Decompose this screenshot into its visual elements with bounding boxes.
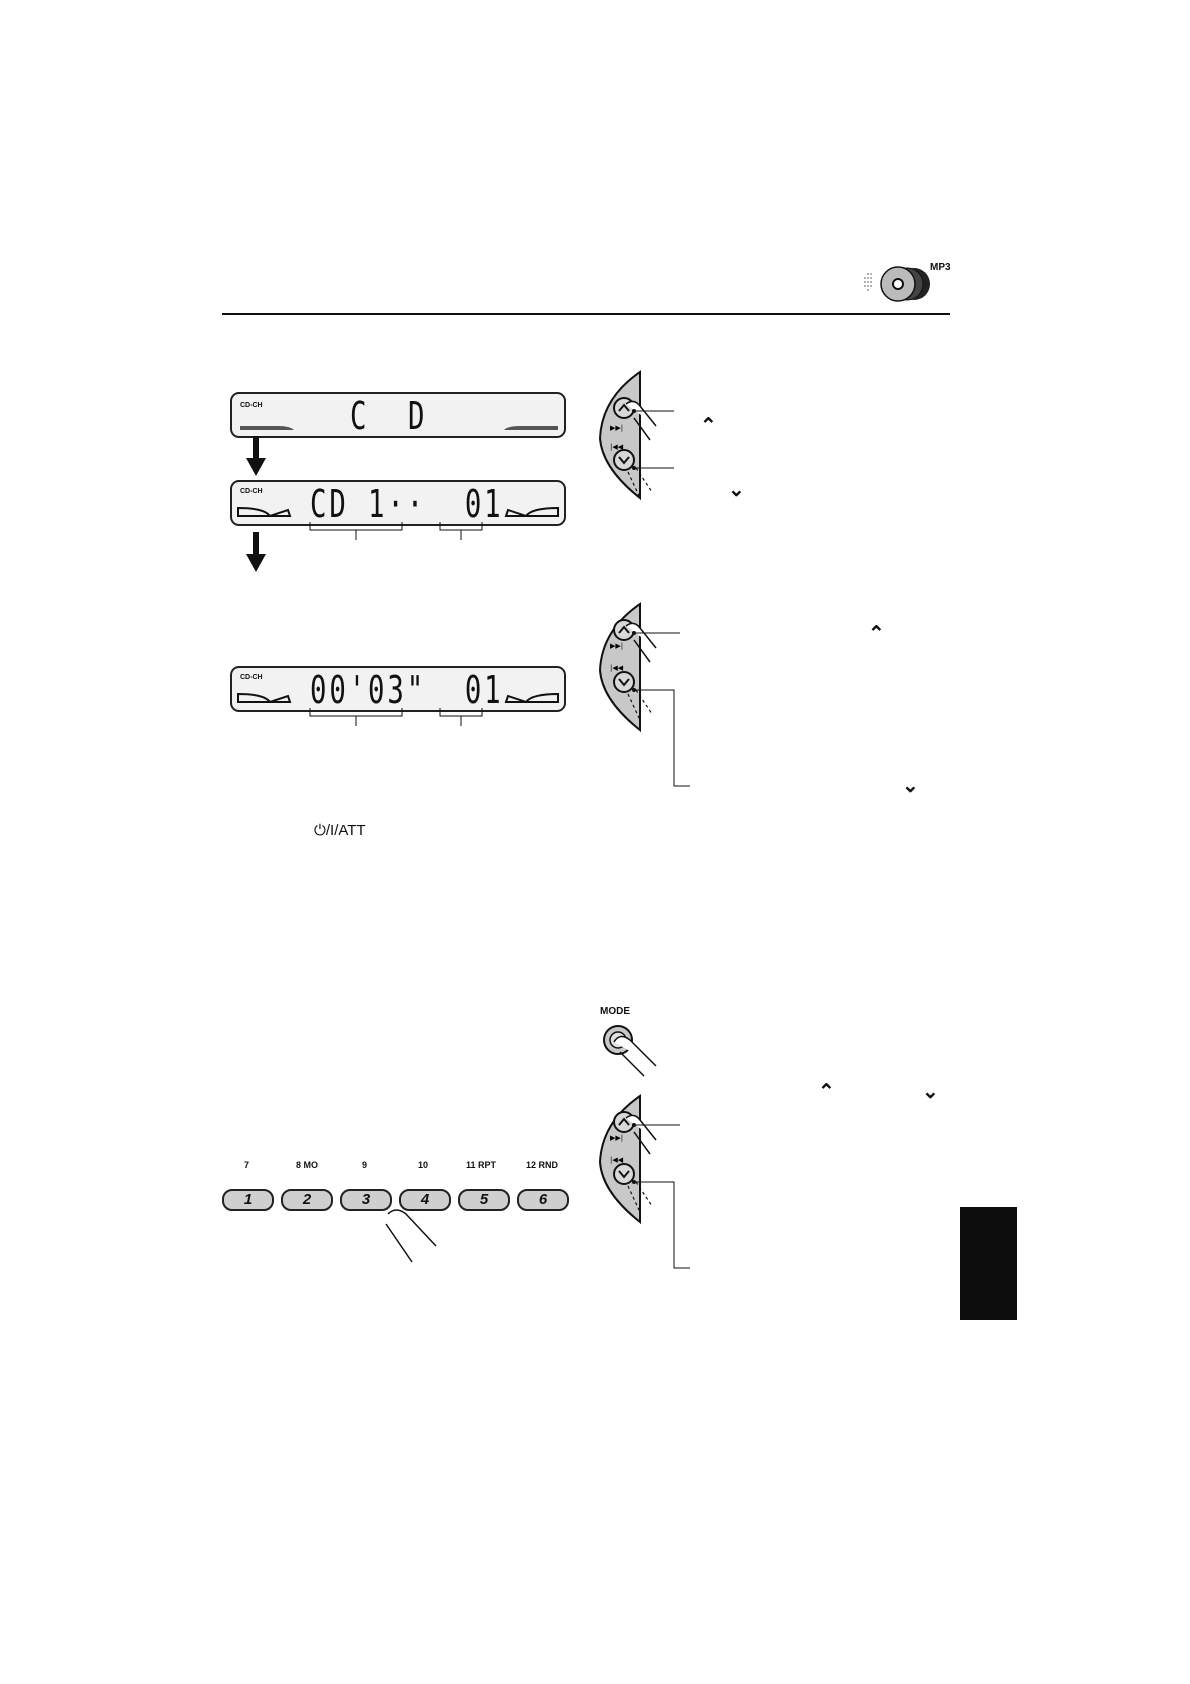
lcd-mode-label: CD-CH	[240, 402, 263, 409]
preset-label-8: 8 MO	[296, 1160, 319, 1170]
preset-button-1[interactable]: 1	[222, 1189, 274, 1211]
lcd-display-2: CD-CH CD 1·· 01	[230, 480, 566, 526]
lcd-mode-label: CD-CH	[240, 674, 263, 681]
lcd-display-3: CD-CH 00'03" 01	[230, 666, 566, 712]
mp3-badge: MP3	[930, 262, 951, 273]
svg-text:|◀◀: |◀◀	[610, 443, 624, 451]
swoosh-right-icon	[504, 692, 559, 704]
flow-arrow-down-icon	[246, 532, 266, 572]
multi-disc-icon	[864, 266, 930, 302]
svg-text:▶▶|: ▶▶|	[610, 1134, 623, 1142]
lcd-segments: C D	[350, 394, 428, 438]
up-chevron-icon: ⌃	[700, 415, 717, 437]
control-paddle-1: ▶▶| |◀◀	[598, 370, 674, 501]
section-tab	[960, 1207, 1017, 1320]
lcd-mode-label: CD-CH	[240, 488, 263, 495]
control-paddle-3: ▶▶| |◀◀	[598, 1094, 690, 1269]
preset-label-11: 11 RPT	[466, 1160, 497, 1170]
lcd-display-1: CD-CH C D	[230, 392, 566, 438]
down-chevron-icon: ⌄	[902, 775, 919, 797]
up-chevron-icon: ⌃	[818, 1081, 835, 1103]
preset-button-4[interactable]: 4	[399, 1189, 451, 1211]
down-button	[613, 449, 635, 471]
mode-label: MODE	[600, 1006, 630, 1017]
preset-label-10: 10	[418, 1160, 429, 1170]
svg-text:▶▶|: ▶▶|	[610, 424, 623, 432]
preset-button-3[interactable]: 3	[340, 1189, 392, 1211]
lcd-segments: 00'03" 01	[310, 668, 504, 712]
preset-label-9: 9	[362, 1160, 368, 1170]
down-chevron-icon: ⌄	[922, 1081, 939, 1103]
display-brackets	[309, 708, 483, 726]
mode-button[interactable]	[598, 1022, 668, 1078]
preset-label-12: 12 RND	[526, 1160, 559, 1170]
down-chevron-icon: ⌄	[728, 479, 745, 501]
swoosh-right-icon	[504, 506, 559, 518]
swoosh-left-icon	[237, 506, 292, 518]
lcd-segments: CD 1·· 01	[310, 482, 504, 526]
preset-label-7: 7	[244, 1160, 250, 1170]
svg-text:▶▶|: ▶▶|	[610, 642, 623, 650]
disc-icon-area: MP3	[862, 262, 952, 306]
svg-text:|◀◀: |◀◀	[610, 664, 624, 672]
power-att-label: ⏻/I/ATT	[314, 822, 366, 839]
up-chevron-icon: ⌃	[868, 623, 885, 645]
preset-button-5[interactable]: 5	[458, 1189, 510, 1211]
display-brackets	[309, 522, 483, 540]
swoosh-left-icon	[237, 692, 292, 704]
level-meter-left-icon	[240, 426, 294, 430]
svg-text:|◀◀: |◀◀	[610, 1156, 624, 1164]
preset-button-2[interactable]: 2	[281, 1189, 333, 1211]
finger-press-icon	[385, 1209, 437, 1263]
preset-button-6[interactable]: 6	[517, 1189, 569, 1211]
flow-arrow-down-icon	[246, 436, 266, 476]
header-rule	[222, 313, 950, 315]
control-paddle-2: ▶▶| |◀◀	[598, 602, 690, 787]
level-meter-right-icon	[504, 426, 558, 430]
